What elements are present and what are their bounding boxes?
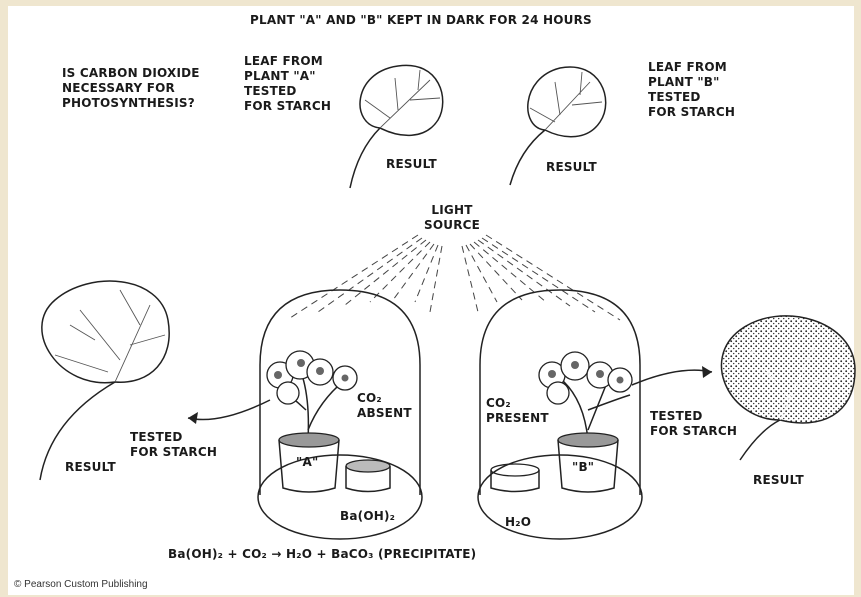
- copyright-credit: © Pearson Custom Publishing: [14, 579, 148, 590]
- result-label-left: RESULT: [65, 460, 116, 475]
- tested-for-starch-left: TESTED FOR STARCH: [130, 430, 217, 460]
- tested-for-starch-right: TESTED FOR STARCH: [650, 409, 737, 439]
- result-label-a: RESULT: [386, 157, 437, 172]
- dish-baoh2: [346, 460, 390, 492]
- pot-b-label: "B": [572, 460, 594, 475]
- water-label: H₂O: [505, 515, 531, 530]
- light-rays-left: [290, 235, 442, 318]
- result-label-b: RESULT: [546, 160, 597, 175]
- chemical-equation: Ba(OH)₂ + CO₂ → H₂O + BaCO₃ (PRECIPITATE…: [168, 547, 476, 562]
- co2-absent-label: CO₂ ABSENT: [357, 391, 412, 421]
- leaf-a-label: LEAF FROM PLANT "A" TESTED FOR STARCH: [244, 54, 331, 114]
- plant-a: [267, 351, 357, 440]
- diagram-title: PLANT "A" AND "B" KEPT IN DARK FOR 24 HO…: [250, 13, 592, 28]
- baoh2-label: Ba(OH)₂: [340, 509, 395, 524]
- result-label-right: RESULT: [753, 473, 804, 488]
- leaf-result-right: [721, 316, 855, 460]
- plant-b: [539, 352, 632, 440]
- co2-present-label: CO₂ PRESENT: [486, 396, 549, 426]
- leaf-b-label: LEAF FROM PLANT "B" TESTED FOR STARCH: [648, 60, 735, 120]
- light-rays-right: [462, 235, 620, 320]
- pot-a-label: "A": [296, 455, 318, 470]
- dish-water: [491, 464, 539, 492]
- question-label: IS CARBON DIOXIDE NECESSARY FOR PHOTOSYN…: [62, 66, 200, 111]
- light-source-label: LIGHT SOURCE: [424, 203, 480, 233]
- arrow-to-left-leaf: [188, 400, 270, 424]
- arrow-to-right-leaf: [632, 366, 712, 385]
